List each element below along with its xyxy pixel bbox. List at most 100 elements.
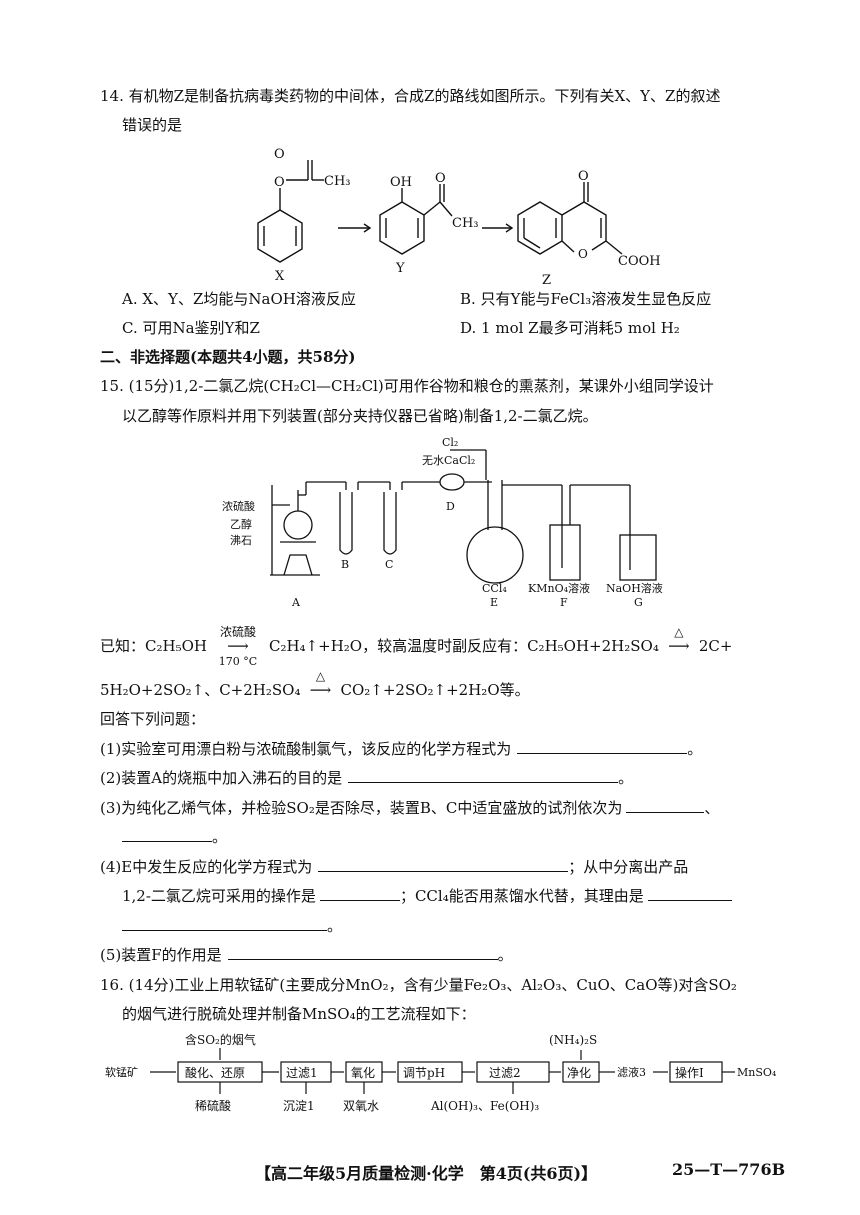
sub4-answer-blank-4[interactable] bbox=[122, 914, 327, 931]
flow-step-filter-1: 过滤1 bbox=[286, 1066, 318, 1080]
page-footer-title: 【高二年级5月质量检测·化学 第4页(共6页)】 bbox=[255, 1164, 598, 1183]
sub1-answer-blank[interactable] bbox=[517, 737, 688, 754]
sub3-answer-blank-1[interactable] bbox=[626, 796, 705, 813]
q15-known-line1: 已知：C₂H₅OH 浓硫酸⟶170 °C C₂H₄↑+H₂O，较高温度时副反应有：C… bbox=[100, 625, 733, 668]
label-e: E bbox=[490, 596, 498, 609]
sub5-text: (5)装置F的作用是 bbox=[100, 946, 222, 964]
y-oh-label: OH bbox=[390, 175, 412, 190]
label-a: A bbox=[291, 596, 301, 609]
q15-apparatus-figure: Cl₂ 无水CaCl₂ D 浓硫酸 乙醇 沸石 A B C CCl₄ E KMn… bbox=[222, 436, 663, 609]
z-cooh-label: COOH bbox=[618, 254, 660, 269]
q15-sub3: (3)为纯化乙烯气体，并检验SO₂是否除尽，装置B、C中适宜盛放的试剂依次为 、 bbox=[100, 796, 719, 820]
sub2-end: 。 bbox=[618, 769, 634, 787]
sub2-text: (2)装置A的烧瓶中加入沸石的目的是 bbox=[100, 769, 343, 787]
known-rest: C₂H₄↑+H₂O，较高温度时副反应有：C₂H₅OH+2H₂SO₄ bbox=[268, 637, 659, 655]
x-carbonyl-o-label: O bbox=[274, 147, 285, 162]
label-kmno4: KMnO₄溶液 bbox=[528, 581, 590, 595]
reaction-arrow-3: △⟶ bbox=[300, 669, 340, 702]
known-line2a: 5H₂O+2SO₂↑、C+2H₂SO₄ bbox=[100, 681, 301, 699]
known-end: 2C+ bbox=[698, 637, 733, 655]
q15-stem-line1: 15. (15分)1,2-二氯乙烷(CH₂Cl—CH₂Cl)可用作谷物和粮仓的熏… bbox=[100, 377, 714, 395]
sub4-text-b: ；从中分离出产品 bbox=[568, 858, 689, 876]
q14-option-a: A. X、Y、Z均能与NaOH溶液反应 bbox=[122, 290, 356, 308]
sub4-end: 。 bbox=[327, 917, 343, 935]
x-ch3-label: CH₃ bbox=[324, 174, 351, 189]
section-heading: 二、非选择题(本题共4小题，共58分) bbox=[100, 348, 356, 366]
flow-filtrate-3: 滤液3 bbox=[617, 1065, 646, 1079]
x-ester-o-label: O bbox=[274, 175, 285, 190]
sub4-text-a: (4)E中发生反应的化学方程式为 bbox=[100, 858, 313, 876]
sub1-text: (1)实验室可用漂白粉与浓硫酸制氯气，该反应的化学方程式为 bbox=[100, 740, 512, 758]
q16-stem-line2: 的烟气进行脱硫处理并制备MnSO₄的工艺流程如下： bbox=[122, 1005, 476, 1023]
q15-sub1: (1)实验室可用漂白粉与浓硫酸制氯气，该反应的化学方程式为。 bbox=[100, 737, 702, 761]
q15-sub4-line2: 1,2-二氯乙烷可采用的操作是 ；CCl₄能否用蒸馏水代替，其理由是 bbox=[122, 884, 732, 908]
page-footer-code: 25—T—776B bbox=[672, 1160, 786, 1179]
sub5-end: 。 bbox=[497, 946, 513, 964]
label-h2so4: 浓硫酸 bbox=[222, 499, 255, 513]
flow-dilute-acid: 稀硫酸 bbox=[195, 1098, 231, 1113]
flow-product: MnSO₄ bbox=[737, 1066, 777, 1079]
sub4-answer-blank-2[interactable] bbox=[319, 884, 400, 901]
arrow-cond-top: 浓硫酸 bbox=[219, 625, 256, 639]
x-label: X bbox=[275, 269, 285, 284]
q15-answer-intro: 回答下列问题： bbox=[100, 710, 206, 728]
label-d: D bbox=[446, 500, 455, 513]
arrow-line: ⟶ bbox=[227, 637, 249, 655]
flow-step-acidify-reduce: 酸化、还原 bbox=[185, 1065, 245, 1080]
q14-option-b: B. 只有Y能与FeCl₃溶液发生显色反应 bbox=[460, 290, 712, 308]
sub4-answer-blank-1[interactable] bbox=[318, 855, 569, 872]
label-ccl4: CCl₄ bbox=[482, 582, 507, 595]
reaction-arrow-2: △⟶ bbox=[659, 625, 699, 658]
sub4-text-d: ；CCl₄能否用蒸馏水代替，其理由是 bbox=[399, 887, 644, 905]
sub3-text: (3)为纯化乙烯气体，并检验SO₂是否除尽，装置B、C中适宜盛放的试剂依次为 bbox=[100, 799, 623, 817]
label-g: G bbox=[634, 596, 643, 609]
label-cacl2: 无水CaCl₂ bbox=[422, 454, 475, 467]
flow-step-purify: 净化 bbox=[567, 1066, 591, 1080]
flow-flue-gas: 含SO₂的烟气 bbox=[185, 1032, 256, 1047]
flow-hydroxides: Al(OH)₃、Fe(OH)₃ bbox=[430, 1099, 539, 1113]
q16-process-flow: 软锰矿 含SO₂的烟气 酸化、还原 稀硫酸 过滤1 沉淀1 氧化 双氧水 调节p… bbox=[105, 1032, 777, 1113]
q14-option-d: D. 1 mol Z最多可消耗5 mol H₂ bbox=[460, 319, 680, 337]
sub3-end: 。 bbox=[212, 828, 228, 846]
q15-sub2: (2)装置A的烧瓶中加入沸石的目的是 。 bbox=[100, 766, 633, 790]
flow-hydrogen-peroxide: 双氧水 bbox=[343, 1099, 379, 1113]
q14-structures-figure: O O CH₃ X OH O CH₃ Y O O COOH Z bbox=[257, 147, 660, 288]
z-label: Z bbox=[542, 273, 551, 288]
arrow-cond-bottom: 170 °C bbox=[218, 655, 258, 668]
q14-stem-line1: 14. 有机物Z是制备抗病毒类药物的中间体，合成Z的路线如图所示。下列有关X、Y… bbox=[100, 87, 721, 105]
sub2-answer-blank[interactable] bbox=[348, 766, 619, 783]
flow-step-adjust-ph: 调节pH bbox=[403, 1066, 445, 1080]
sub5-answer-blank[interactable] bbox=[227, 943, 498, 960]
q15-known-line2: 5H₂O+2SO₂↑、C+2H₂SO₄△⟶CO₂↑+2SO₂↑+2H₂O等。 bbox=[100, 669, 530, 702]
delta-1: △ bbox=[674, 625, 684, 639]
flow-residue-1: 沉淀1 bbox=[283, 1099, 315, 1113]
q15-stem-line2: 以乙醇等作原料并用下列装置(部分夹持仪器已省略)制备1,2-二氯乙烷。 bbox=[122, 407, 598, 425]
q15-sub4-line3: 。 bbox=[122, 914, 342, 938]
flow-start: 软锰矿 bbox=[105, 1065, 138, 1079]
label-f: F bbox=[560, 596, 568, 609]
sub3-answer-blank-2[interactable] bbox=[122, 825, 212, 842]
known-prefix: 已知：C₂H₅OH bbox=[100, 637, 207, 655]
sub4-text-c: 1,2-二氯乙烷可采用的操作是 bbox=[122, 887, 316, 905]
q14-option-c: C. 可用Na鉴别Y和Z bbox=[122, 319, 260, 337]
flow-step-oxidize: 氧化 bbox=[351, 1066, 375, 1080]
label-stones: 沸石 bbox=[230, 534, 252, 547]
y-label: Y bbox=[395, 261, 405, 276]
q15-sub5: (5)装置F的作用是 。 bbox=[100, 943, 513, 967]
q16-stem-line1: 16. (14分)工业上用软锰矿(主要成分MnO₂，含有少量Fe₂O₃、Al₂O… bbox=[100, 976, 737, 994]
z-ring-o-label: O bbox=[578, 247, 588, 261]
y-carbonyl-o-label: O bbox=[435, 171, 446, 186]
z-carbonyl-o-label: O bbox=[578, 169, 589, 184]
delta-2: △ bbox=[315, 669, 326, 683]
label-cl2: Cl₂ bbox=[442, 436, 458, 449]
known-line2b: CO₂↑+2SO₂↑+2H₂O等。 bbox=[340, 681, 530, 699]
flow-ammonium-sulfide: (NH₄)₂S bbox=[549, 1033, 597, 1047]
y-ch3-label: CH₃ bbox=[452, 216, 479, 231]
sub4-answer-blank-3[interactable] bbox=[647, 884, 732, 901]
label-ethanol: 乙醇 bbox=[230, 517, 252, 531]
sub3-mid: 、 bbox=[704, 799, 720, 817]
label-c: C bbox=[385, 558, 393, 571]
label-naoh: NaOH溶液 bbox=[606, 581, 663, 595]
label-b: B bbox=[341, 558, 349, 571]
